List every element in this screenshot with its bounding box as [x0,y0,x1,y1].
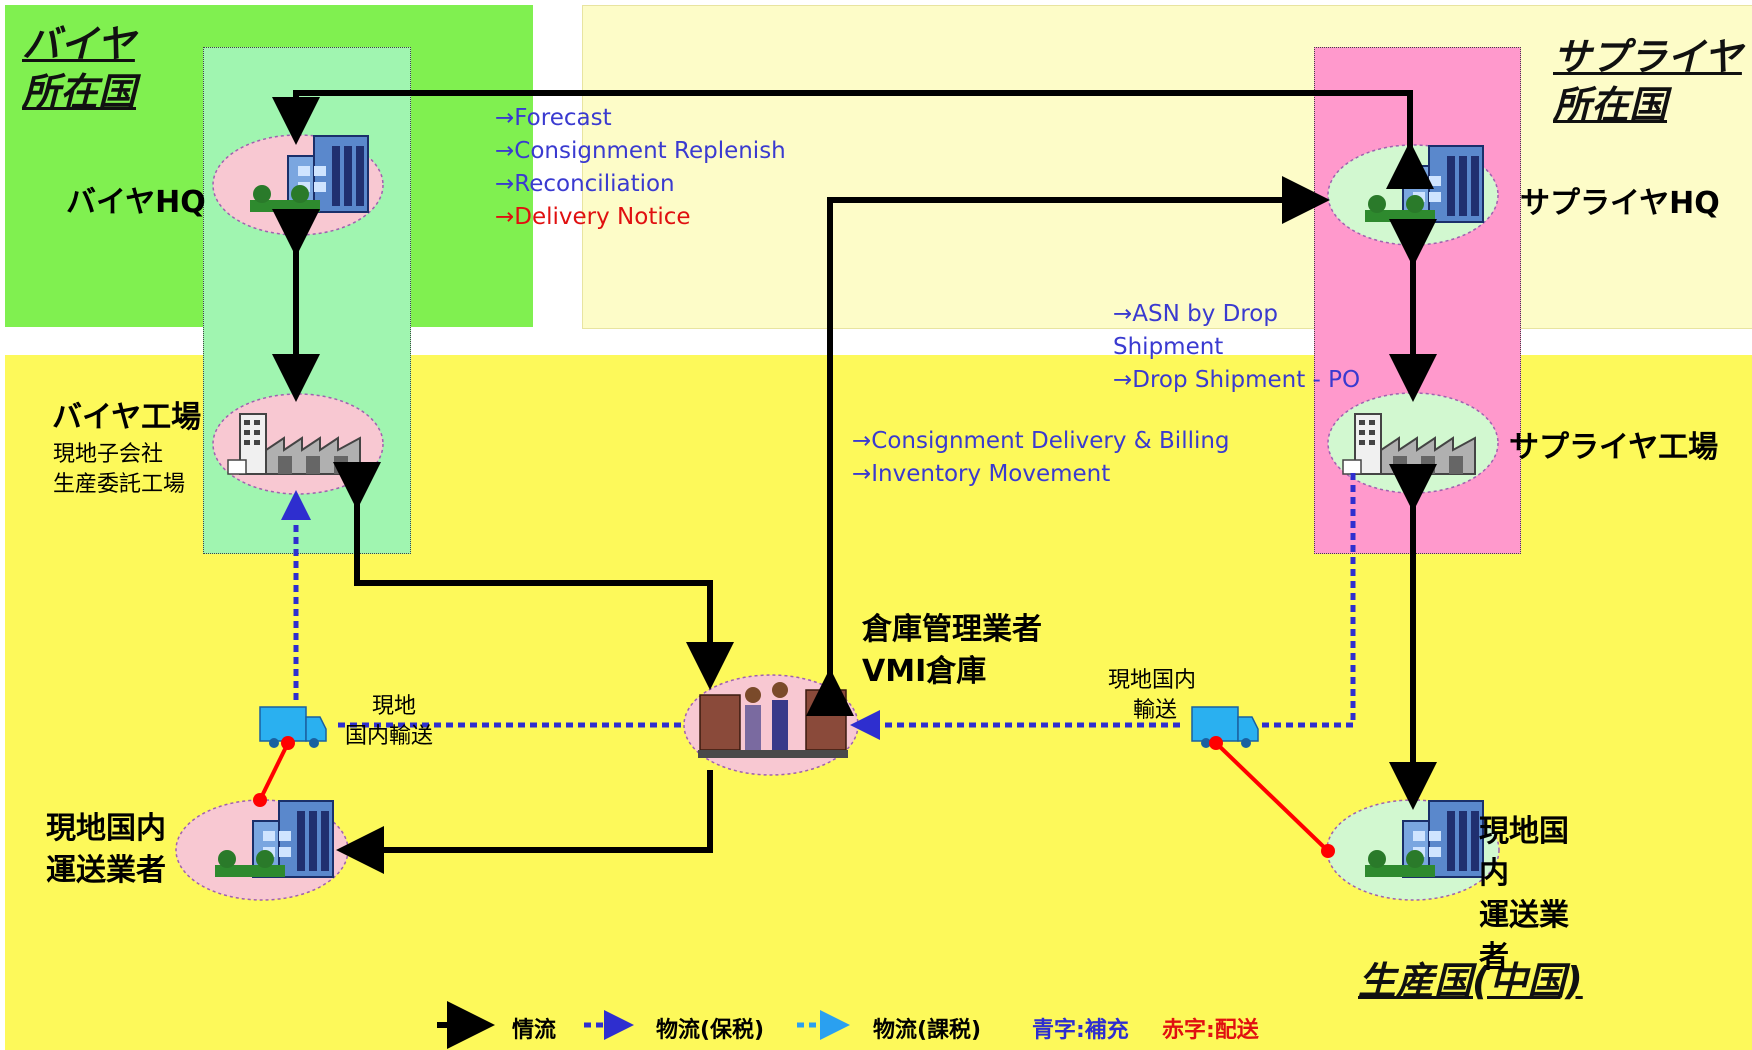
buyer-factory-label: バイヤ工場 [52,400,202,435]
message-consignment-delivery: →Consignment Delivery & Billing [852,428,1230,454]
delivery-dot [1209,736,1223,750]
buyer-hq-label: バイヤHQ [66,185,206,220]
buyer-country-title-line1: バイヤ [22,22,135,66]
supplier-country-title-line2: 所在国 [1553,83,1668,127]
warehouse-label-line2: VMI倉庫 [862,654,987,689]
supplier-factory-label: サプライヤ工場 [1509,430,1719,465]
carrier-left-label-line2: 運送業者 [46,853,166,888]
carrier-right-label-line3: 運送業 [1479,898,1569,933]
info-arrow-warehouse-supplierhq [806,176,1330,716]
message-shipment: Shipment [1113,334,1224,360]
delivery-line-right [1214,741,1330,853]
delivery-dot [1321,844,1335,858]
hq-message-group: →Forecast →Consignment Replenish →Reconc… [495,102,786,234]
info-arrow-top-loop [272,90,1434,189]
message-drop-shipment-po: →Drop Shipment - PO [1113,367,1361,393]
legend-info-flow: 情流 [512,1018,557,1043]
message-reconciliation: →Reconciliation [495,171,675,197]
info-arrow-buyerfactory-warehouse [333,462,734,690]
message-inventory-movement: →Inventory Movement [852,461,1111,487]
buyer-factory-sub1: 現地子会社 [53,442,164,467]
drop-ship-message-group: →ASN by Drop Shipment →Drop Shipment - P… [1113,298,1360,397]
bonded-line-supplierfactory-truck [1262,473,1356,728]
warehouse-label-line1: 倉庫管理業者 [862,612,1042,647]
delivery-dot [281,736,295,750]
info-arrow-warehouse-carrier [336,770,713,874]
left-transport-label-line2: 国内輸送 [345,724,434,749]
left-transport-label-line1: 現地 [372,694,417,719]
legend-blue-text: 青字:補充 [1032,1018,1129,1043]
carrier-right-label: 現地国 内 運送業 者 [1479,811,1569,979]
message-forecast: →Forecast [495,105,612,131]
truck-right-icon [1191,706,1259,749]
right-transport-label-line2: 輸送 [1133,698,1178,723]
message-asn-drop: →ASN by Drop [1113,301,1278,327]
warehouse-workers-icon [698,682,848,758]
legend-bonded-flow: 物流(保税) [656,1018,765,1043]
buyer-country-title: バイヤ 所在国 [22,20,136,116]
legend-taxed-flow: 物流(課税) [873,1018,982,1043]
carrier-left-label-line1: 現地国内 [46,811,166,846]
buyer-country-title-line2: 所在国 [22,70,137,114]
delivery-line-left [258,742,290,801]
right-transport-label-line1: 現地国内 [1108,668,1197,693]
buyer-factory-sub2: 生産委託工場 [53,472,186,497]
delivery-dot [253,793,267,807]
carrier-right-label-line1: 現地国 [1479,814,1569,849]
supplier-hq-label: サプライヤHQ [1520,186,1720,221]
consignment-message-group: →Consignment Delivery & Billing →Invento… [852,425,1230,491]
production-country-title: 生産国(中国) [1358,959,1583,1003]
supplier-country-title: サプライヤ 所在国 [1553,33,1742,129]
carrier-right-label-line4: 者 [1479,940,1509,975]
carrier-right-label-line2: 内 [1479,856,1509,891]
message-delivery-notice: →Delivery Notice [495,204,691,230]
supplier-country-title-line1: サプライヤ [1553,35,1742,79]
legend-red-text: 赤字:配送 [1162,1018,1259,1043]
message-consignment-replenish: →Consignment Replenish [495,138,786,164]
